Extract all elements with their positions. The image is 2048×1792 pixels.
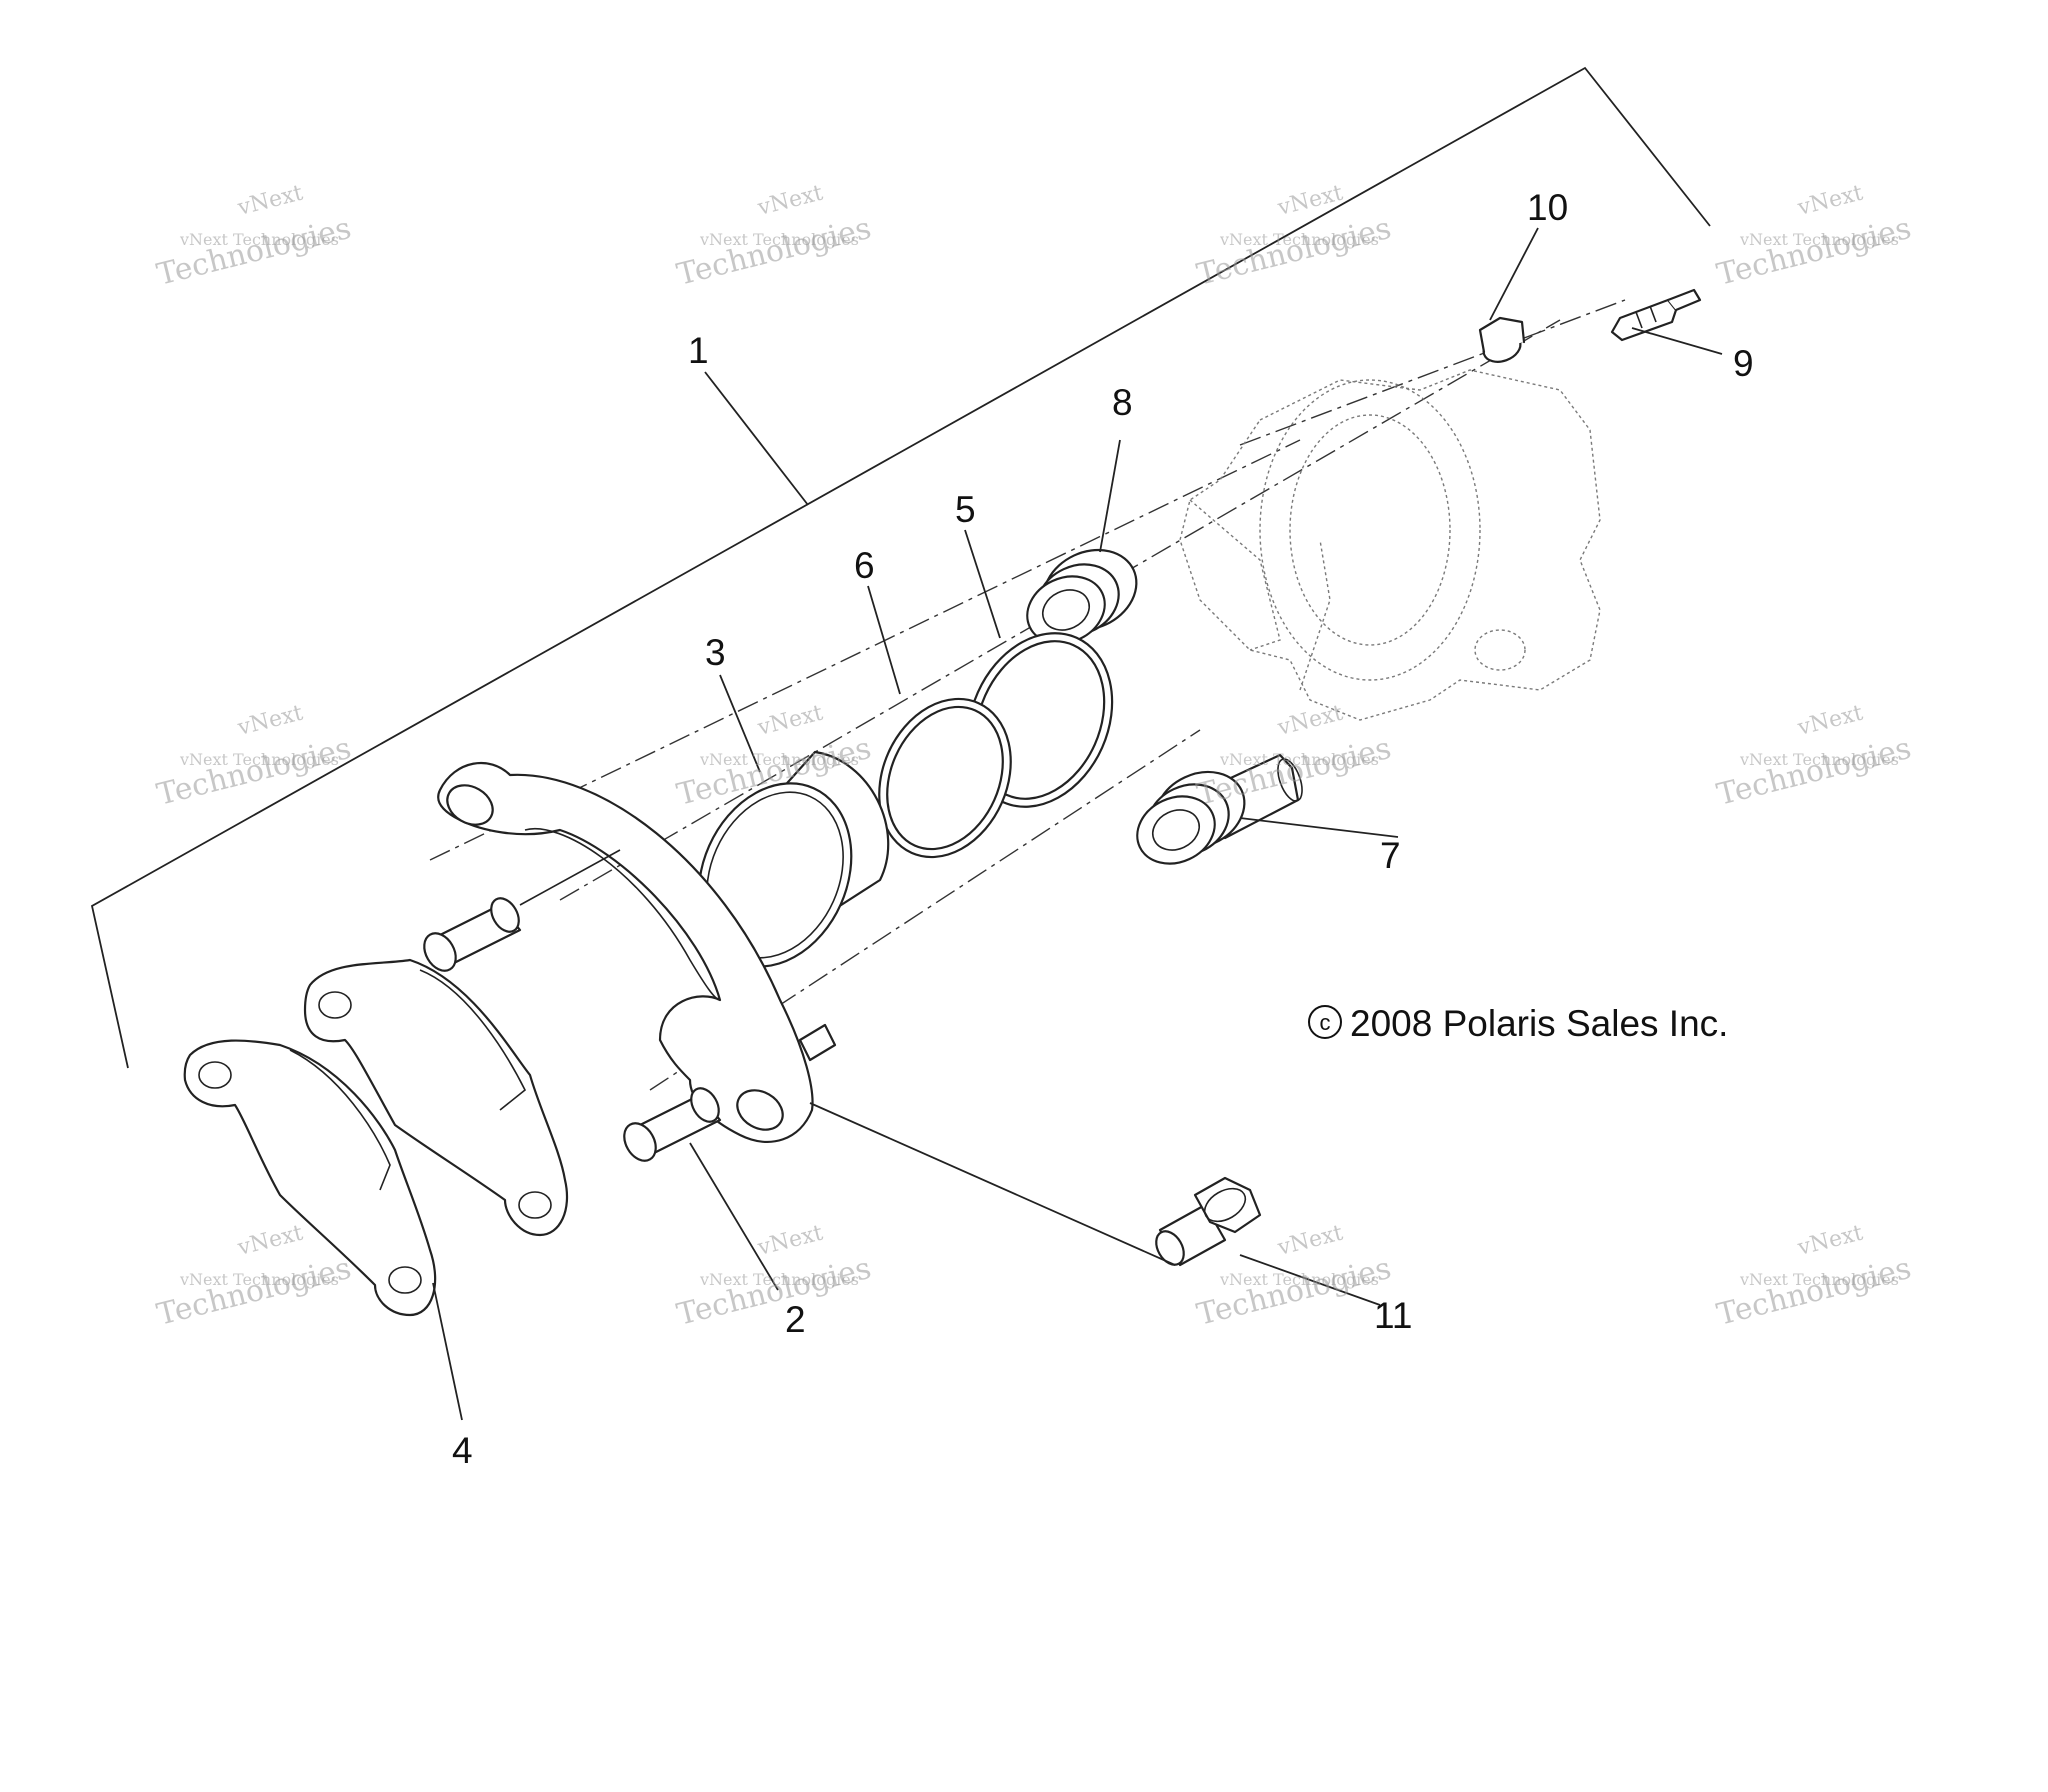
watermark: vNext vNext Technologies Technologies (1713, 1221, 1914, 1333)
part-11-mounting-bolt (1155, 1176, 1262, 1267)
svg-text:vNext Technologies: vNext Technologies (699, 1270, 859, 1289)
assembly-bracket-line (90, 66, 1711, 1069)
part-10-bleeder-cap (1478, 316, 1526, 363)
callout-labels: 1 2 3 4 5 6 7 8 9 10 11 (452, 187, 1754, 1471)
callout-3: 3 (705, 632, 726, 673)
svg-text:vNext Technologies: vNext Technologies (1739, 750, 1899, 769)
part-2-caliper-bracket (423, 761, 837, 1162)
svg-text:vNext Technologies: vNext Technologies (1219, 1270, 1379, 1289)
watermark: vNext vNext Technologies Technologies (1713, 701, 1914, 813)
svg-text:Technologies: Technologies (673, 211, 874, 293)
watermark-line1: vNext (234, 181, 305, 221)
svg-text:vNext: vNext (754, 701, 825, 741)
svg-text:vNext Technologies: vNext Technologies (179, 750, 339, 769)
watermark-line3: Technologies (153, 211, 354, 293)
svg-text:vNext: vNext (234, 701, 305, 741)
svg-text:vNext: vNext (1274, 701, 1345, 741)
copyright-text: 2008 Polaris Sales Inc. (1350, 1003, 1728, 1044)
svg-text:Technologies: Technologies (153, 1251, 354, 1333)
watermark: vNext vNext Technologies Technologies (673, 181, 874, 293)
watermark: vNext vNext Technologies Technologies (153, 181, 354, 293)
svg-text:vNext: vNext (1794, 701, 1865, 741)
svg-text:Technologies: Technologies (1193, 1251, 1394, 1333)
svg-text:Technologies: Technologies (673, 1251, 874, 1333)
svg-text:vNext: vNext (234, 1221, 305, 1261)
svg-text:Technologies: Technologies (1713, 211, 1914, 293)
callout-5: 5 (955, 489, 976, 530)
watermark: vNext vNext Technologies Technologies (153, 701, 354, 813)
svg-text:vNext Technologies: vNext Technologies (699, 750, 859, 769)
svg-text:Technologies: Technologies (153, 731, 354, 813)
callout-9: 9 (1733, 343, 1754, 384)
watermark: vNext vNext Technologies Technologies (1713, 181, 1914, 293)
svg-text:vNext Technologies: vNext Technologies (699, 230, 859, 249)
callout-11: 11 (1374, 1295, 1412, 1336)
part-4-brake-pads (183, 958, 569, 1317)
svg-text:vNext: vNext (1274, 1221, 1345, 1261)
part-8-upper-slide-boot (1026, 548, 1138, 645)
svg-text:vNext: vNext (1794, 1221, 1865, 1261)
svg-text:vNext Technologies: vNext Technologies (1739, 230, 1899, 249)
part-7-slide-pin (1136, 753, 1303, 865)
callout-10: 10 (1527, 187, 1568, 228)
callout-2: 2 (785, 1299, 806, 1340)
svg-text:Technologies: Technologies (1713, 1251, 1914, 1333)
callout-4: 4 (452, 1430, 473, 1471)
watermark-line2: vNext Technologies (179, 230, 339, 249)
svg-text:vNext Technologies: vNext Technologies (1739, 1270, 1899, 1289)
copyright-notice: c 2008 Polaris Sales Inc. (1308, 1003, 1728, 1044)
svg-text:vNext: vNext (754, 181, 825, 221)
callout-7: 7 (1380, 835, 1401, 876)
svg-text:Technologies: Technologies (1713, 731, 1914, 813)
part-9-bleeder-screw (1610, 288, 1702, 342)
copyright-symbol-icon (1308, 1005, 1342, 1039)
part-6-seal-ring (878, 697, 1012, 859)
callout-1: 1 (688, 330, 709, 371)
leader-lines (432, 227, 1723, 1421)
caliper-housing (1179, 369, 1601, 721)
svg-text:vNext: vNext (1274, 181, 1345, 221)
svg-text:vNext Technologies: vNext Technologies (1219, 230, 1379, 249)
svg-text:vNext Technologies: vNext Technologies (1219, 750, 1379, 769)
svg-text:vNext: vNext (754, 1221, 825, 1261)
copyright-symbol-letter: c (1320, 1010, 1331, 1035)
svg-text:Technologies: Technologies (1193, 211, 1394, 293)
watermark: vNext vNext Technologies Technologies (673, 1221, 874, 1333)
svg-text:vNext: vNext (1794, 181, 1865, 221)
callout-8: 8 (1112, 382, 1133, 423)
svg-text:vNext Technologies: vNext Technologies (179, 1270, 339, 1289)
callout-6: 6 (854, 545, 875, 586)
watermark: vNext vNext Technologies Technologies (1193, 181, 1394, 293)
